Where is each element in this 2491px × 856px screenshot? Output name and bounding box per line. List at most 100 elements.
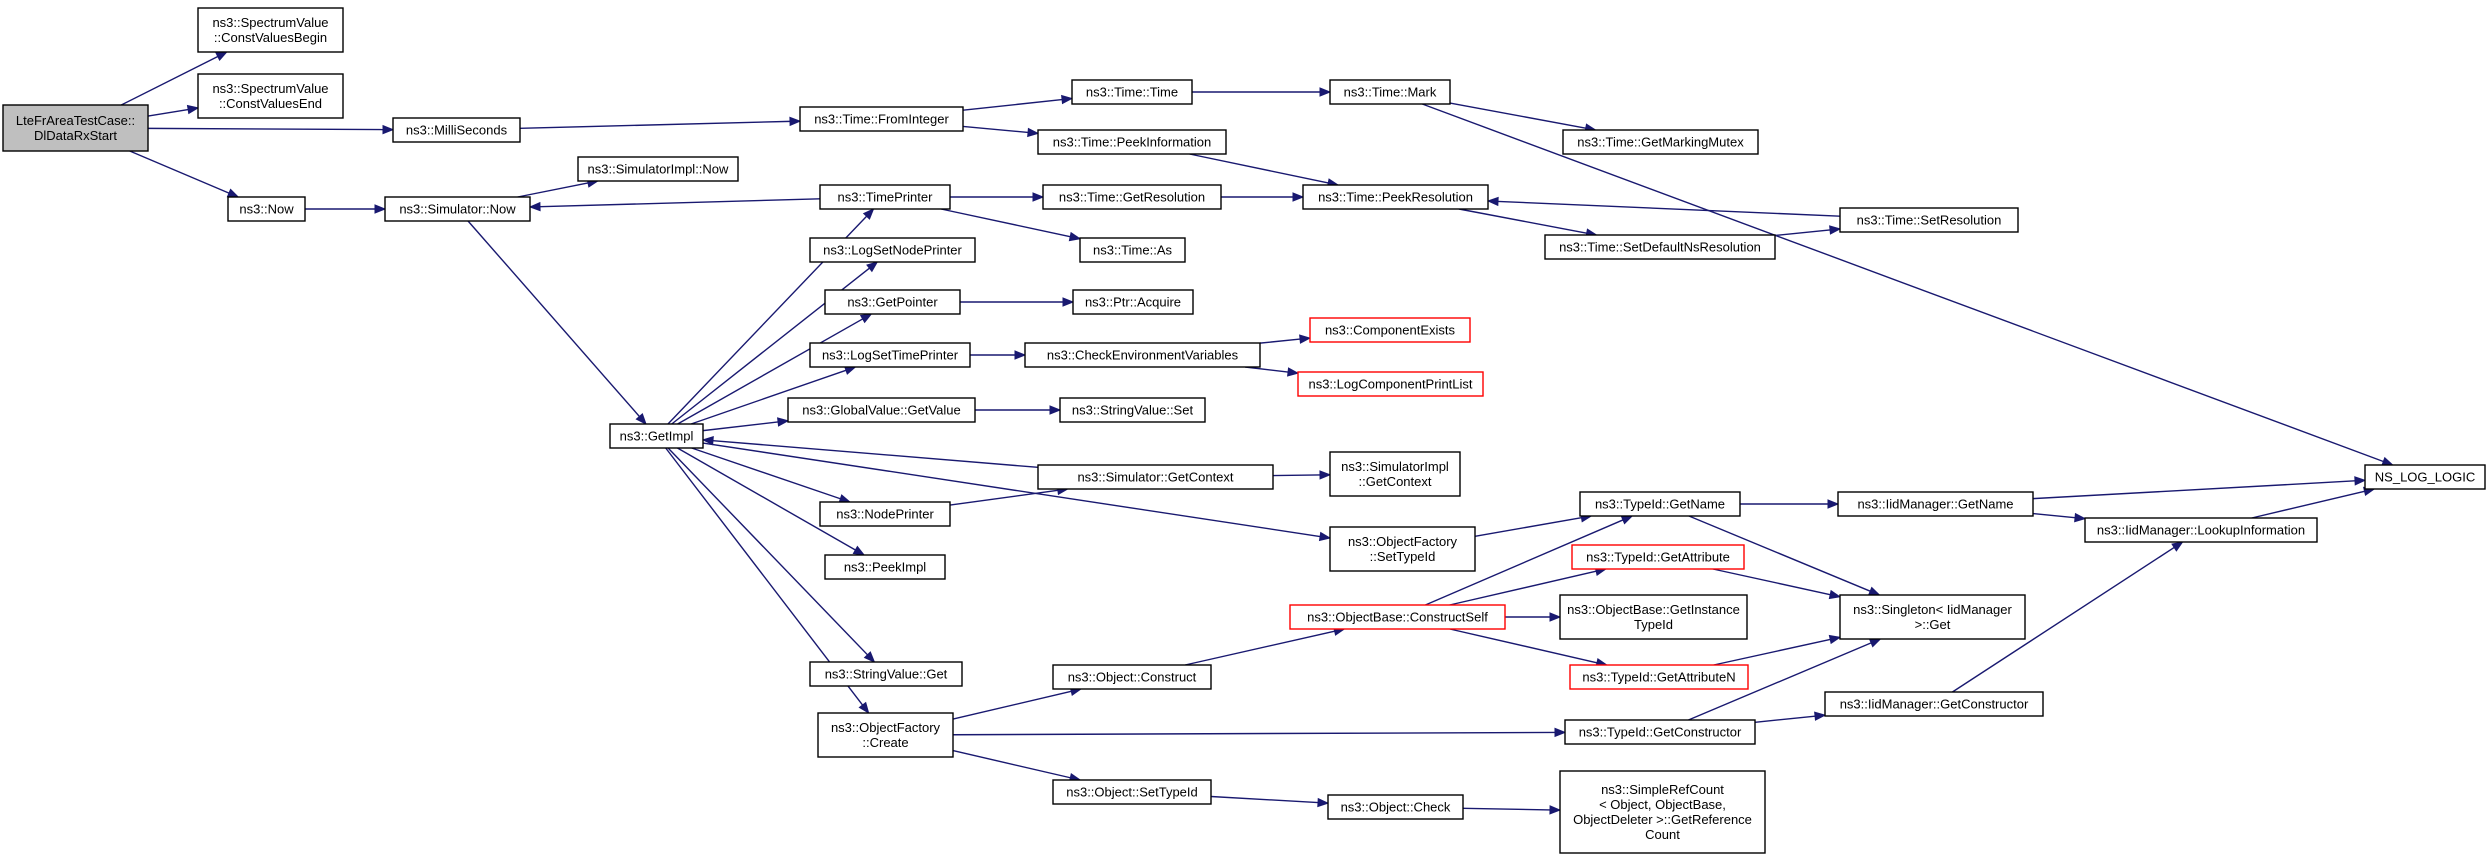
node-cvbegin[interactable]: ns3::SpectrumValue::ConstValuesBegin (197, 7, 344, 53)
edge-line (1272, 474, 1321, 477)
node-iidctor[interactable]: ns3::IidManager::GetConstructor (1824, 691, 2044, 717)
node-box (819, 501, 951, 527)
node-box (1079, 237, 1186, 263)
node-simimplnow[interactable]: ns3::SimulatorImpl::Now (577, 156, 739, 182)
node-box (1037, 464, 1274, 490)
edge-tidattrn-to-singleton (1713, 634, 1842, 666)
arrowhead-icon (1027, 127, 1040, 138)
arrowhead-icon (1287, 367, 1300, 377)
node-simpleref[interactable]: ns3::SimpleRefCount< Object, ObjectBase,… (1559, 770, 1766, 854)
node-timetime[interactable]: ns3::Time::Time (1071, 79, 1193, 105)
node-label: ns3::ObjectFactory (831, 720, 941, 735)
node-simnow[interactable]: ns3::Simulator::Now (384, 196, 531, 222)
node-box (1042, 184, 1222, 210)
node-logcomp[interactable]: ns3::LogComponentPrintList (1297, 371, 1484, 397)
node-root[interactable]: LteFrAreaTestCase::DlDataRxStart (2, 104, 149, 152)
node-label: ::ConstValuesBegin (214, 30, 327, 45)
node-iidlookup[interactable]: ns3::IidManager::LookupInformation (2084, 517, 2318, 543)
edge-line (1952, 546, 2175, 693)
edge-line (1462, 807, 1551, 811)
arrowhead-icon (859, 313, 873, 324)
node-mark[interactable]: ns3::Time::Mark (1329, 79, 1451, 105)
node-objconstruct[interactable]: ns3::Object::Construct (1052, 664, 1212, 690)
node-checkenv[interactable]: ns3::CheckEnvironmentVariables (1024, 342, 1261, 368)
node-markmutex[interactable]: ns3::Time::GetMarkingMutex (1562, 129, 1759, 155)
node-simctx[interactable]: ns3::Simulator::GetContext (1037, 464, 1274, 490)
edge-line (952, 690, 1072, 720)
node-lognode[interactable]: ns3::LogSetNodePrinter (809, 237, 976, 263)
node-label: ns3::Time::PeekInformation (1053, 135, 1211, 150)
node-tidctor[interactable]: ns3::TypeId::GetConstructor (1564, 719, 1756, 745)
node-singleton[interactable]: ns3::Singleton< IidManager>::Get (1839, 594, 2026, 640)
edge-simnow-to-simimplnow (517, 178, 600, 198)
node-fromint[interactable]: ns3::Time::FromInteger (799, 106, 964, 132)
node-obconstruct[interactable]: ns3::ObjectBase::ConstructSelf (1289, 604, 1506, 630)
node-svset[interactable]: ns3::StringValue::Set (1059, 397, 1206, 423)
edge-line (1449, 102, 1586, 129)
edge-line (2032, 512, 2076, 519)
arrowhead-icon (1829, 225, 1842, 235)
arrowhead-icon (1549, 805, 1562, 815)
arrowhead-icon (1620, 515, 1634, 525)
node-objcheck[interactable]: ns3::Object::Check (1327, 794, 1464, 820)
node-label: >::Get (1915, 617, 1951, 632)
node-tidname[interactable]: ns3::TypeId::GetName (1579, 491, 1741, 517)
node-gvget[interactable]: ns3::GlobalValue::GetValue (787, 397, 976, 423)
edge-line (667, 447, 868, 656)
arrowhead-icon (1014, 350, 1027, 360)
node-label: ns3::Object::SetTypeId (1066, 785, 1198, 800)
node-cvend[interactable]: ns3::SpectrumValue::ConstValuesEnd (197, 73, 344, 119)
edge-objconstruct-to-obconstruct (1184, 626, 1346, 666)
edge-checkenv-to-compexists (1259, 334, 1312, 344)
arrowhead-icon (866, 261, 879, 273)
node-getimpl[interactable]: ns3::GetImpl (609, 423, 704, 449)
node-simimplctx[interactable]: ns3::SimulatorImpl::GetContext (1329, 451, 1461, 497)
node-setres[interactable]: ns3::Time::SetResolution (1839, 207, 2019, 233)
node-now[interactable]: ns3::Now (227, 196, 306, 222)
edge-line (1184, 630, 1335, 666)
arrowhead-icon (528, 201, 541, 212)
node-millis[interactable]: ns3::MilliSeconds (392, 117, 521, 143)
node-label: ns3::SimpleRefCount (1601, 782, 1724, 797)
node-peekinfo[interactable]: ns3::Time::PeekInformation (1037, 129, 1227, 155)
node-label: ns3::TypeId::GetConstructor (1579, 725, 1742, 740)
node-timeprinter[interactable]: ns3::TimePrinter (819, 184, 951, 210)
arrowhead-icon (382, 124, 395, 135)
edge-line (517, 182, 589, 198)
edge-timetime-to-mark (1192, 87, 1332, 97)
node-nodeprinter[interactable]: ns3::NodePrinter (819, 501, 951, 527)
node-nslog[interactable]: NS_LOG_LOGIC (2364, 464, 2486, 490)
node-box (1329, 79, 1451, 105)
edge-line (1425, 519, 1624, 606)
node-timeas[interactable]: ns3::Time::As (1079, 237, 1186, 263)
node-tidattrn[interactable]: ns3::TypeId::GetAttributeN (1569, 664, 1749, 690)
node-box (384, 196, 531, 222)
node-setdefault[interactable]: ns3::Time::SetDefaultNsResolution (1544, 234, 1776, 260)
node-objsettype[interactable]: ns3::Object::SetTypeId (1052, 779, 1212, 805)
node-box (1309, 317, 1471, 343)
arrowhead-icon (215, 51, 228, 61)
node-box (824, 554, 946, 580)
node-label: ns3::TypeId::GetAttributeN (1582, 670, 1735, 685)
node-box (1329, 451, 1461, 497)
node-ofcreate[interactable]: ns3::ObjectFactory::Create (817, 712, 954, 758)
edge-line (1713, 638, 1831, 666)
node-tidattr[interactable]: ns3::TypeId::GetAttribute (1571, 544, 1745, 570)
node-peekres[interactable]: ns3::Time::PeekResolution (1302, 184, 1489, 210)
node-peekimpl[interactable]: ns3::PeekImpl (824, 554, 946, 580)
node-label: ns3::StringValue::Set (1072, 403, 1194, 418)
edge-simctx-to-getimpl (701, 435, 1039, 469)
node-ofsettype[interactable]: ns3::ObjectFactory::SetTypeId (1329, 526, 1476, 572)
node-getptr[interactable]: ns3::GetPointer (824, 289, 961, 315)
node-iidname[interactable]: ns3::IidManager::GetName (1837, 491, 2034, 517)
node-compexists[interactable]: ns3::ComponentExists (1309, 317, 1471, 343)
node-getres[interactable]: ns3::Time::GetResolution (1042, 184, 1222, 210)
arrowhead-icon (186, 104, 200, 115)
node-svget[interactable]: ns3::StringValue::Get (809, 661, 963, 687)
node-ptracq[interactable]: ns3::Ptr::Acquire (1072, 289, 1194, 315)
node-logtime[interactable]: ns3::LogSetTimePrinter (809, 342, 971, 368)
edge-setdefault-to-setres (1774, 225, 1842, 237)
node-label: ns3::Time::GetMarkingMutex (1577, 135, 1744, 150)
edge-getimpl-to-lognode (671, 261, 879, 425)
